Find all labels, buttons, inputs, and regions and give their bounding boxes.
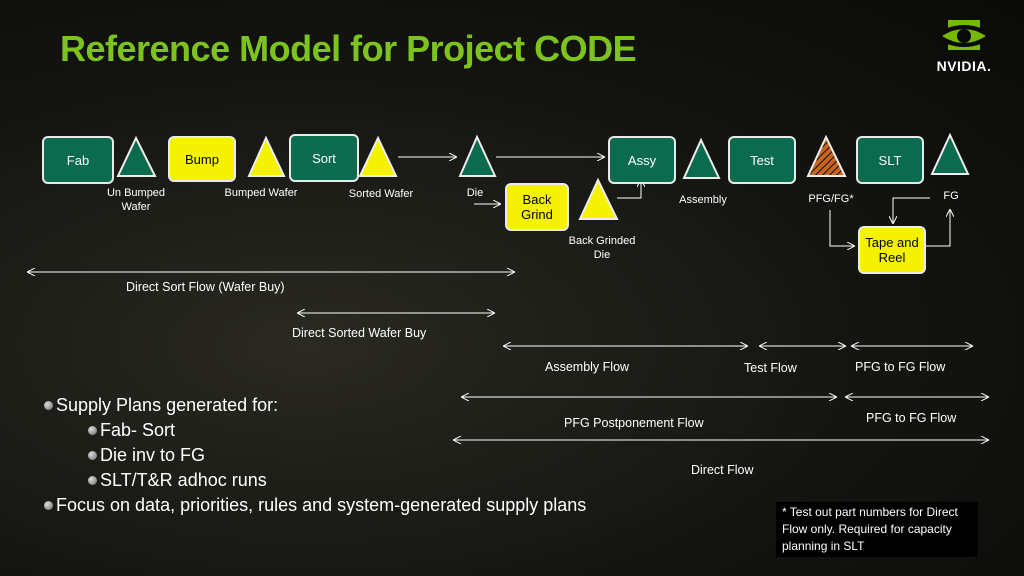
assembly-label: Assembly <box>679 194 727 206</box>
direct-sorted-wafer-label: Direct Sorted Wafer Buy <box>292 326 427 340</box>
direct-flow-label: Direct Flow <box>691 463 754 477</box>
test-box: Test <box>728 136 796 184</box>
tape-reel-box: Tape and Reel <box>858 226 926 274</box>
sort-box: Sort <box>289 134 359 182</box>
footnote-box: * Test out part numbers for Direct Flow … <box>776 502 978 557</box>
un-bumped-wafer-label: Un Bumped Wafer <box>106 187 166 213</box>
fab-box: Fab <box>42 136 114 184</box>
nvidia-eye-icon <box>932 20 996 50</box>
logo-text: NVIDIA. <box>936 58 992 74</box>
assy-box: Assy <box>608 136 676 184</box>
pfg-label: PFG/FG* <box>808 193 854 205</box>
bullet-subitem: Die inv to FG <box>88 443 586 468</box>
bumped-wafer-triangle <box>247 135 286 177</box>
nvidia-logo: NVIDIA. <box>926 18 1002 78</box>
bullet-item: Supply Plans generated for: <box>44 393 586 418</box>
bullet-subitem: Fab- Sort <box>88 418 586 443</box>
bullet-item: Focus on data, priorities, rules and sys… <box>44 493 586 518</box>
bullet-list: Supply Plans generated for: Fab- Sort Di… <box>44 393 586 518</box>
fg-triangle <box>930 132 970 175</box>
bump-box: Bump <box>168 136 236 182</box>
pfg-postponement-label: PFG Postponement Flow <box>564 416 704 430</box>
back-grinded-die-triangle <box>578 177 619 220</box>
pfg-triangle <box>806 134 847 177</box>
bullet-subitem: SLT/T&R adhoc runs <box>88 468 586 493</box>
un-bumped-wafer-triangle <box>116 135 157 177</box>
back-grind-box: Back Grind <box>505 183 569 231</box>
fg-label: FG <box>943 190 959 202</box>
pfg-fg-flow-label-1: PFG to FG Flow <box>855 360 946 374</box>
assembly-flow-label: Assembly Flow <box>545 360 630 374</box>
sorted-wafer-label: Sorted Wafer <box>348 188 414 200</box>
pfg-fg-flow-label-2: PFG to FG Flow <box>866 411 957 425</box>
die-label: Die <box>466 187 484 199</box>
bumped-wafer-label: Bumped Wafer <box>224 187 298 199</box>
page-title: Reference Model for Project CODE <box>60 28 637 69</box>
sorted-wafer-triangle <box>358 135 398 177</box>
assembly-triangle <box>682 137 721 179</box>
back-grinded-die-label: Back Grinded Die <box>568 235 636 261</box>
test-flow-label: Test Flow <box>744 361 797 375</box>
direct-sort-flow-label: Direct Sort Flow (Wafer Buy) <box>126 280 285 294</box>
slt-box: SLT <box>856 136 924 184</box>
die-triangle <box>458 134 497 177</box>
